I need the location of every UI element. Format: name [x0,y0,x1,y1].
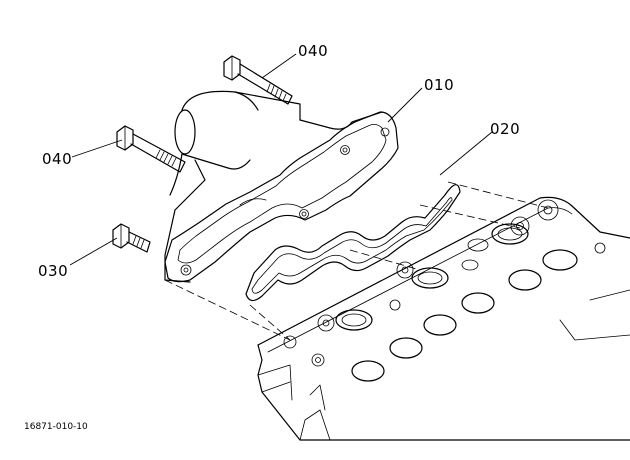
callout-outlet-body: 010 [424,76,455,94]
drawing-number: 16871-010-10 [24,422,88,432]
alignment-lines [164,181,549,341]
gasket-icon [245,184,461,302]
bolt-icon [116,125,186,173]
callout-bolt-lower: 030 [38,262,69,280]
leader-lines [69,53,493,266]
callout-bolt-middle: 040 [42,150,73,168]
bolt-icon [223,55,293,105]
bolt-icon [112,223,151,253]
callout-bolt-upper: 040 [298,42,329,60]
thermostat-outlet-icon [164,90,399,283]
callout-gasket: 020 [490,120,521,138]
cylinder-head-icon [257,196,630,441]
